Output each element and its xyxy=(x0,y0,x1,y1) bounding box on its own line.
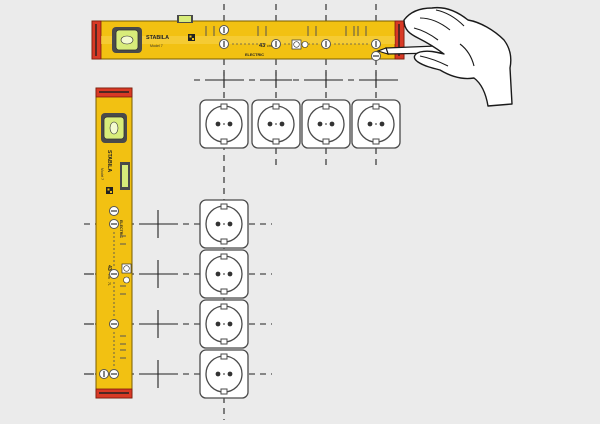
marking-hole-icon xyxy=(320,38,332,50)
brand-logo-icon xyxy=(188,34,195,41)
marking-hole-icon xyxy=(108,368,120,380)
socket-spacing-vertical: 71 xyxy=(107,282,111,286)
brand-label: STABILA xyxy=(146,35,169,41)
spacing-value: 43 xyxy=(259,43,265,49)
spirit-level-horizontal: STABILA Model 7 ELECTRIC 43 cm xyxy=(91,15,405,62)
socket-row-horizontal xyxy=(199,99,401,149)
socket-outlet-icon xyxy=(351,99,401,149)
socket-outlet-icon xyxy=(199,299,249,349)
socket-outlet-icon xyxy=(199,199,249,249)
product-line-label-vertical: ELECTRIC xyxy=(119,220,123,238)
bubble-vial-icon xyxy=(120,162,130,190)
marking-hole-icon xyxy=(370,50,382,62)
spacing-unit: cm xyxy=(267,44,272,48)
socket-outlet-icon xyxy=(251,99,301,149)
spirit-level-vertical: STABILA Model 7 ELECTRIC 43 cm 71 xyxy=(95,87,133,399)
product-line-label: ELECTRIC xyxy=(245,53,264,57)
marking-hole-icon xyxy=(218,24,230,36)
socket-symbol-icon xyxy=(291,39,302,50)
spacing-value-vertical: 43 xyxy=(106,265,112,271)
brand-logo-icon xyxy=(106,187,113,194)
brand-label-vertical: STABILA xyxy=(106,150,112,172)
marking-hole-icon xyxy=(270,38,282,50)
socket-outlet-icon xyxy=(199,99,249,149)
marking-hole-icon xyxy=(108,218,120,230)
marking-hole-icon xyxy=(108,205,120,217)
socket-symbol-icon xyxy=(121,263,132,274)
marking-hole-icon xyxy=(370,38,382,50)
bubble-vial-icon xyxy=(112,27,142,53)
socket-outlet-icon xyxy=(199,349,249,399)
model-label-vertical: Model 7 xyxy=(100,168,104,180)
marking-hole-icon xyxy=(108,318,120,330)
socket-outlet-icon xyxy=(199,249,249,299)
marking-hole-icon xyxy=(98,368,110,380)
model-label: Model 7 xyxy=(150,44,163,48)
bubble-vial-icon xyxy=(101,113,127,143)
marking-hole-icon xyxy=(108,268,120,280)
marking-hole-icon xyxy=(218,38,230,50)
socket-outlet-icon xyxy=(301,99,351,149)
guide-lines-horizontal-level xyxy=(194,4,402,168)
spacing-unit-vertical: cm xyxy=(107,274,111,279)
bubble-vial-icon xyxy=(177,15,193,23)
hand-with-pencil-icon xyxy=(376,6,513,107)
